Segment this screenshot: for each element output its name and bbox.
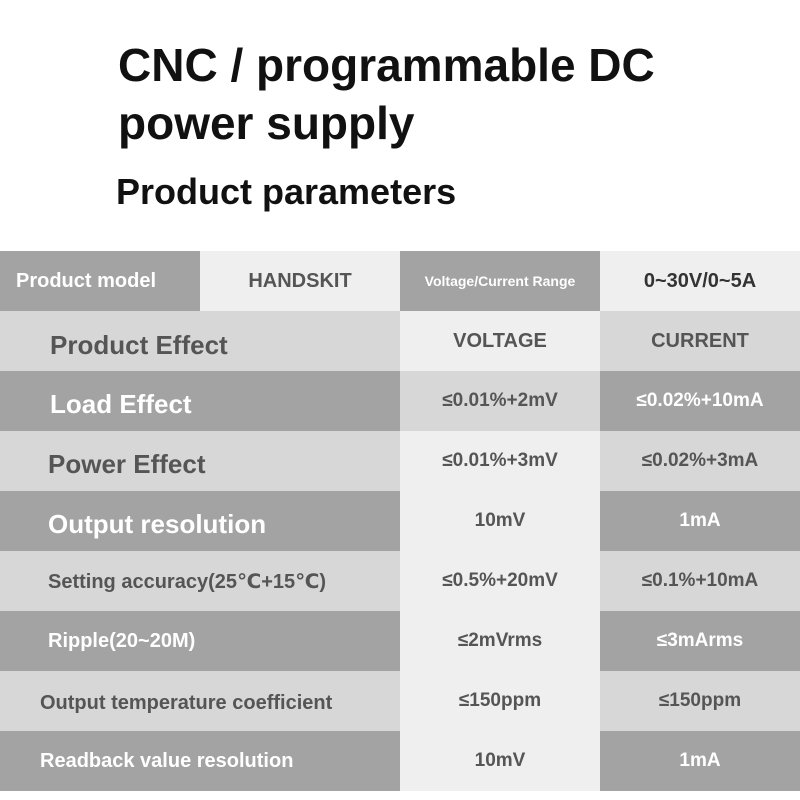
page-title: CNC / programmable DC power supply [118, 36, 655, 152]
table-row-current: ≤0.02%+3mA [600, 431, 800, 491]
table-row-current: ≤150ppm [600, 671, 800, 731]
column-header-voltage: VOLTAGE [400, 311, 600, 371]
table-row-current: 1mA [600, 731, 800, 791]
table-row-label: Setting accuracy(25℃+15℃) [0, 551, 400, 611]
page-subtitle: Product parameters [116, 171, 457, 212]
product-model-value: HANDSKIT [200, 251, 400, 311]
table-row-current: ≤0.1%+10mA [600, 551, 800, 611]
product-model-label: Product model [0, 251, 200, 311]
table-row-label: Output temperature coefficient [0, 671, 400, 731]
range-value: 0~30V/0~5A [600, 251, 800, 311]
column-header-current: CURRENT [600, 311, 800, 371]
table-row-voltage: 10mV [400, 491, 600, 551]
table-row-voltage: ≤2mVrms [400, 611, 600, 671]
table-row-label: Ripple(20~20M) [0, 611, 400, 671]
range-label: Voltage/Current Range [400, 251, 600, 311]
table-row-label: Readback value resolution [0, 731, 400, 791]
column-header-parameter: Product Effect [0, 311, 400, 371]
table-row-voltage: 10mV [400, 731, 600, 791]
table-row-voltage: ≤0.01%+3mV [400, 431, 600, 491]
table-row-current: ≤3mArms [600, 611, 800, 671]
table-row-voltage: ≤150ppm [400, 671, 600, 731]
title-line-2: power supply [118, 97, 415, 149]
title-line-1: CNC / programmable DC [118, 39, 655, 91]
table-row-current: 1mA [600, 491, 800, 551]
table-row-voltage: ≤0.01%+2mV [400, 371, 600, 431]
table-row-label: Output resolution [0, 491, 400, 551]
table-row-current: ≤0.02%+10mA [600, 371, 800, 431]
table-row-label: Power Effect [0, 431, 400, 491]
table-row-label: Load Effect [0, 371, 400, 431]
table-row-voltage: ≤0.5%+20mV [400, 551, 600, 611]
